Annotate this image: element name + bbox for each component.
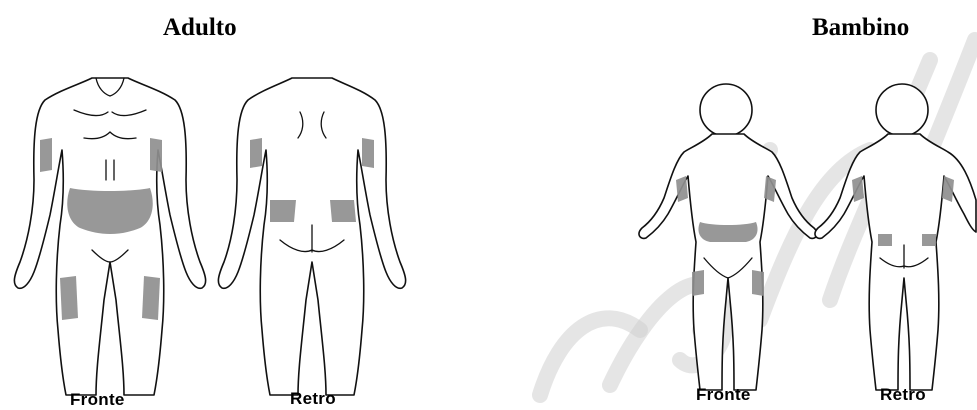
child-back-label: Retro: [880, 385, 926, 405]
child-front-label: Fronte: [696, 385, 751, 405]
adult-front-figure: [14, 78, 205, 395]
adult-front-label: Fronte: [70, 390, 125, 410]
child-back-figure: [815, 84, 976, 390]
adult-back-label: Retro: [290, 389, 336, 409]
adult-back-figure: [218, 78, 405, 395]
adult-title: Adulto: [163, 14, 237, 42]
child-title: Bambino: [812, 14, 909, 42]
